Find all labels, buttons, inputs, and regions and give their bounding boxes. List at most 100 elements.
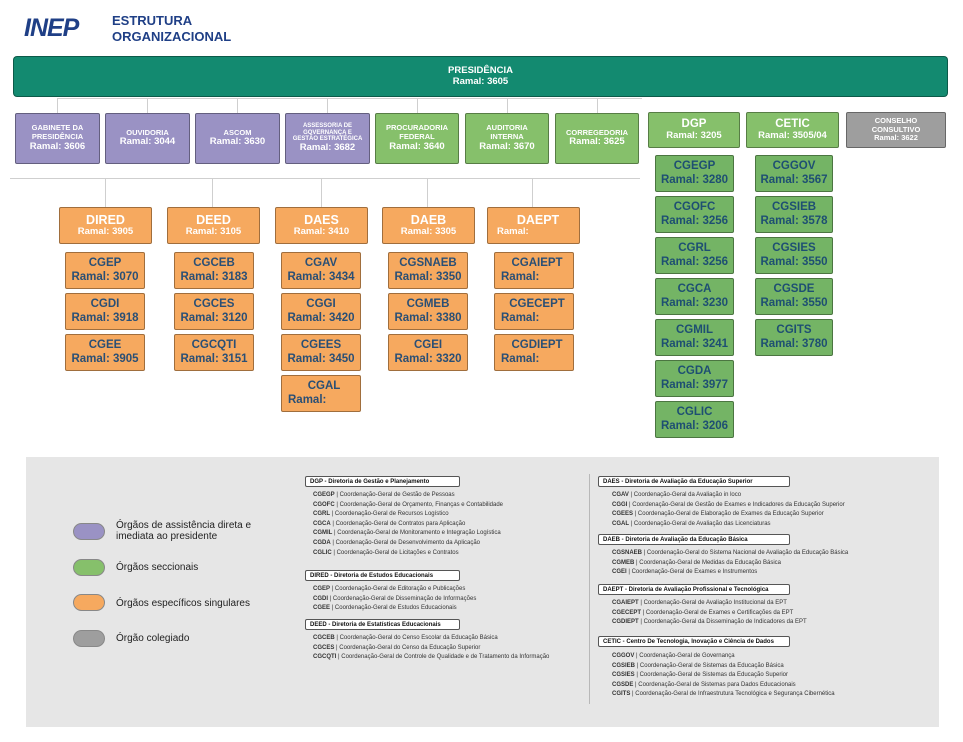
glossary-item: CGMEB | Coordenação-Geral de Medidas da …: [612, 559, 782, 566]
connector-v6: [507, 98, 508, 113]
legend-swatch-purple: [73, 523, 105, 540]
unit-name: ASSESSORIA DE GOVERNANÇA E GESTÃO ESTRAT…: [292, 122, 363, 143]
connector-v3: [237, 98, 238, 113]
glossary-item: CGSDE | Coordenação-Geral de Sistemas pa…: [612, 681, 796, 688]
unit-gabinete: GABINETE DA PRESIDÊNCIA Ramal: 3606: [15, 113, 100, 164]
legend-label: Órgãos de assistência direta e imediata …: [116, 520, 252, 542]
glossary-item: CGEE | Coordenação-Geral de Estudos Educ…: [313, 605, 457, 612]
child-name: CGAL: [307, 380, 341, 393]
child-ramal: Ramal: 3151: [180, 352, 248, 365]
child-ramal: Ramal: 3120: [180, 311, 248, 324]
connector-daept: [532, 178, 533, 208]
child-name: CGEGP: [673, 160, 716, 173]
child-ramal: Ramal:: [501, 352, 540, 365]
glossary-item: CGITS | Coordenação-Geral de Infraestrut…: [612, 691, 835, 698]
glossary-title: DAEPT - Diretoria de Avaliação Profissio…: [598, 584, 790, 595]
child-name: CGLIC: [676, 406, 713, 419]
unit-name: GABINETE DA PRESIDÊNCIA: [31, 123, 84, 142]
connector-v2: [147, 98, 148, 113]
glossary-item: CGEP | Coordenação-Geral de Editoração e…: [313, 586, 466, 592]
child-ramal: Ramal: 3434: [287, 270, 355, 283]
child-name: CGSDE: [773, 283, 815, 296]
glossary-list: CGAV | Coordenação-Geral da Avaliação in…: [612, 491, 845, 529]
glossary-item: CGEI | Coordenação-Geral de Exames e Ins…: [612, 569, 758, 576]
child-name: CGEP: [88, 257, 122, 270]
unit-ramal: Ramal: 3044: [119, 136, 176, 148]
dir-name: DAES: [304, 212, 339, 227]
child-name: CGCES: [193, 298, 235, 311]
child-name: CGDA: [677, 365, 712, 378]
child-name: CGDI: [90, 298, 120, 311]
child-name: CGSNAEB: [399, 257, 457, 270]
presidencia-ramal: Ramal: 3605: [452, 75, 509, 87]
child-name: CGAIEPT: [511, 257, 563, 270]
unit-ramal: Ramal: 3640: [389, 140, 445, 152]
connector-daes: [321, 178, 322, 208]
unit-ramal: Ramal: 3505/04: [758, 130, 827, 142]
unit-ramal: Ramal: 3670: [479, 140, 535, 152]
glossary-list: CGCEB | Coordenação-Geral do Censo Escol…: [313, 634, 549, 663]
connector-v5: [417, 98, 418, 113]
glossary-title: DAES - Diretoria de Avaliação da Educaçã…: [598, 476, 790, 487]
child-ramal: Ramal: 3420: [287, 311, 355, 324]
child-ramal: Ramal: 3241: [660, 337, 729, 350]
child-ramal: Ramal: 3567: [760, 173, 828, 186]
legend-label: Órgãos seccionais: [116, 562, 199, 573]
child-ramal: Ramal:: [501, 311, 540, 324]
glossary-title: CETIC - Centro De Tecnologia, Inovação e…: [598, 636, 790, 647]
connector-dired: [105, 178, 106, 208]
glossary-item: CGAIEPT | Coordenação-Geral de Avaliação…: [612, 600, 787, 606]
unit-name: PROCURADORIA FEDERAL: [385, 123, 449, 142]
child-ramal: Ramal: 3070: [71, 270, 139, 283]
unit-auditoria: AUDITORIA INTERNA Ramal: 3670: [465, 113, 549, 164]
glossary-item: CGECEPT | Coordenação-Geral de Exames e …: [612, 609, 794, 616]
child-ramal: Ramal: 3780: [760, 337, 828, 350]
unit-name: DGP: [681, 117, 707, 130]
child-name: CGEI: [413, 339, 443, 352]
glossary-list: CGEGP | Coordenação-Geral de Gestão de P…: [313, 491, 503, 558]
child-name: CGMEB: [406, 298, 450, 311]
dir-ramal: Ramal: 3305: [400, 226, 457, 238]
child-name: CGDIEPT: [511, 339, 563, 352]
child-ramal: Ramal: 3206: [660, 419, 729, 432]
child-name: CGCA: [677, 283, 712, 296]
dir-name: DAEB: [410, 212, 447, 227]
child-ramal: Ramal: 3380: [394, 311, 462, 324]
unit-name: ASCOM: [223, 127, 252, 137]
unit-name: OUVIDORIA: [126, 127, 169, 137]
child-ramal: Ramal: 3350: [394, 270, 462, 283]
child-ramal: Ramal: 3977: [660, 378, 729, 391]
unit-cetic: CETIC Ramal: 3505/04: [746, 112, 839, 148]
glossary-title: DAEB - Diretoria de Avaliação da Educaçã…: [598, 534, 790, 545]
glossary-item: CGAV | Coordenação-Geral da Avaliação in…: [612, 492, 742, 498]
glossary-item: CGCEB | Coordenação-Geral do Censo Escol…: [313, 635, 498, 641]
child-ramal: Ramal: 3550: [760, 296, 828, 309]
unit-corregedoria: CORREGEDORIA Ramal: 3625: [555, 113, 639, 164]
child-ramal: Ramal: 3320: [394, 352, 462, 365]
dir-ramal: Ramal: 3105: [185, 226, 242, 238]
connector-mid-hline: [10, 178, 640, 179]
glossary-item: CGLIC | Coordenação-Geral de Licitações …: [313, 549, 459, 556]
unit-ascom: ASCOM Ramal: 3630: [195, 113, 280, 164]
child-name: CGCEB: [193, 257, 235, 270]
unit-name: CONSELHO CONSULTIVO: [871, 116, 921, 134]
glossary-item: CGSIEB | Coordenação-Geral de Sistemas d…: [612, 662, 784, 669]
child-name: CGGOV: [772, 160, 816, 173]
unit-name: CORREGEDORIA: [565, 127, 629, 137]
glossary-item: CGSNAEB | Coordenação-Geral do Sistema N…: [612, 550, 849, 556]
child-ramal: Ramal: 3256: [660, 214, 729, 227]
